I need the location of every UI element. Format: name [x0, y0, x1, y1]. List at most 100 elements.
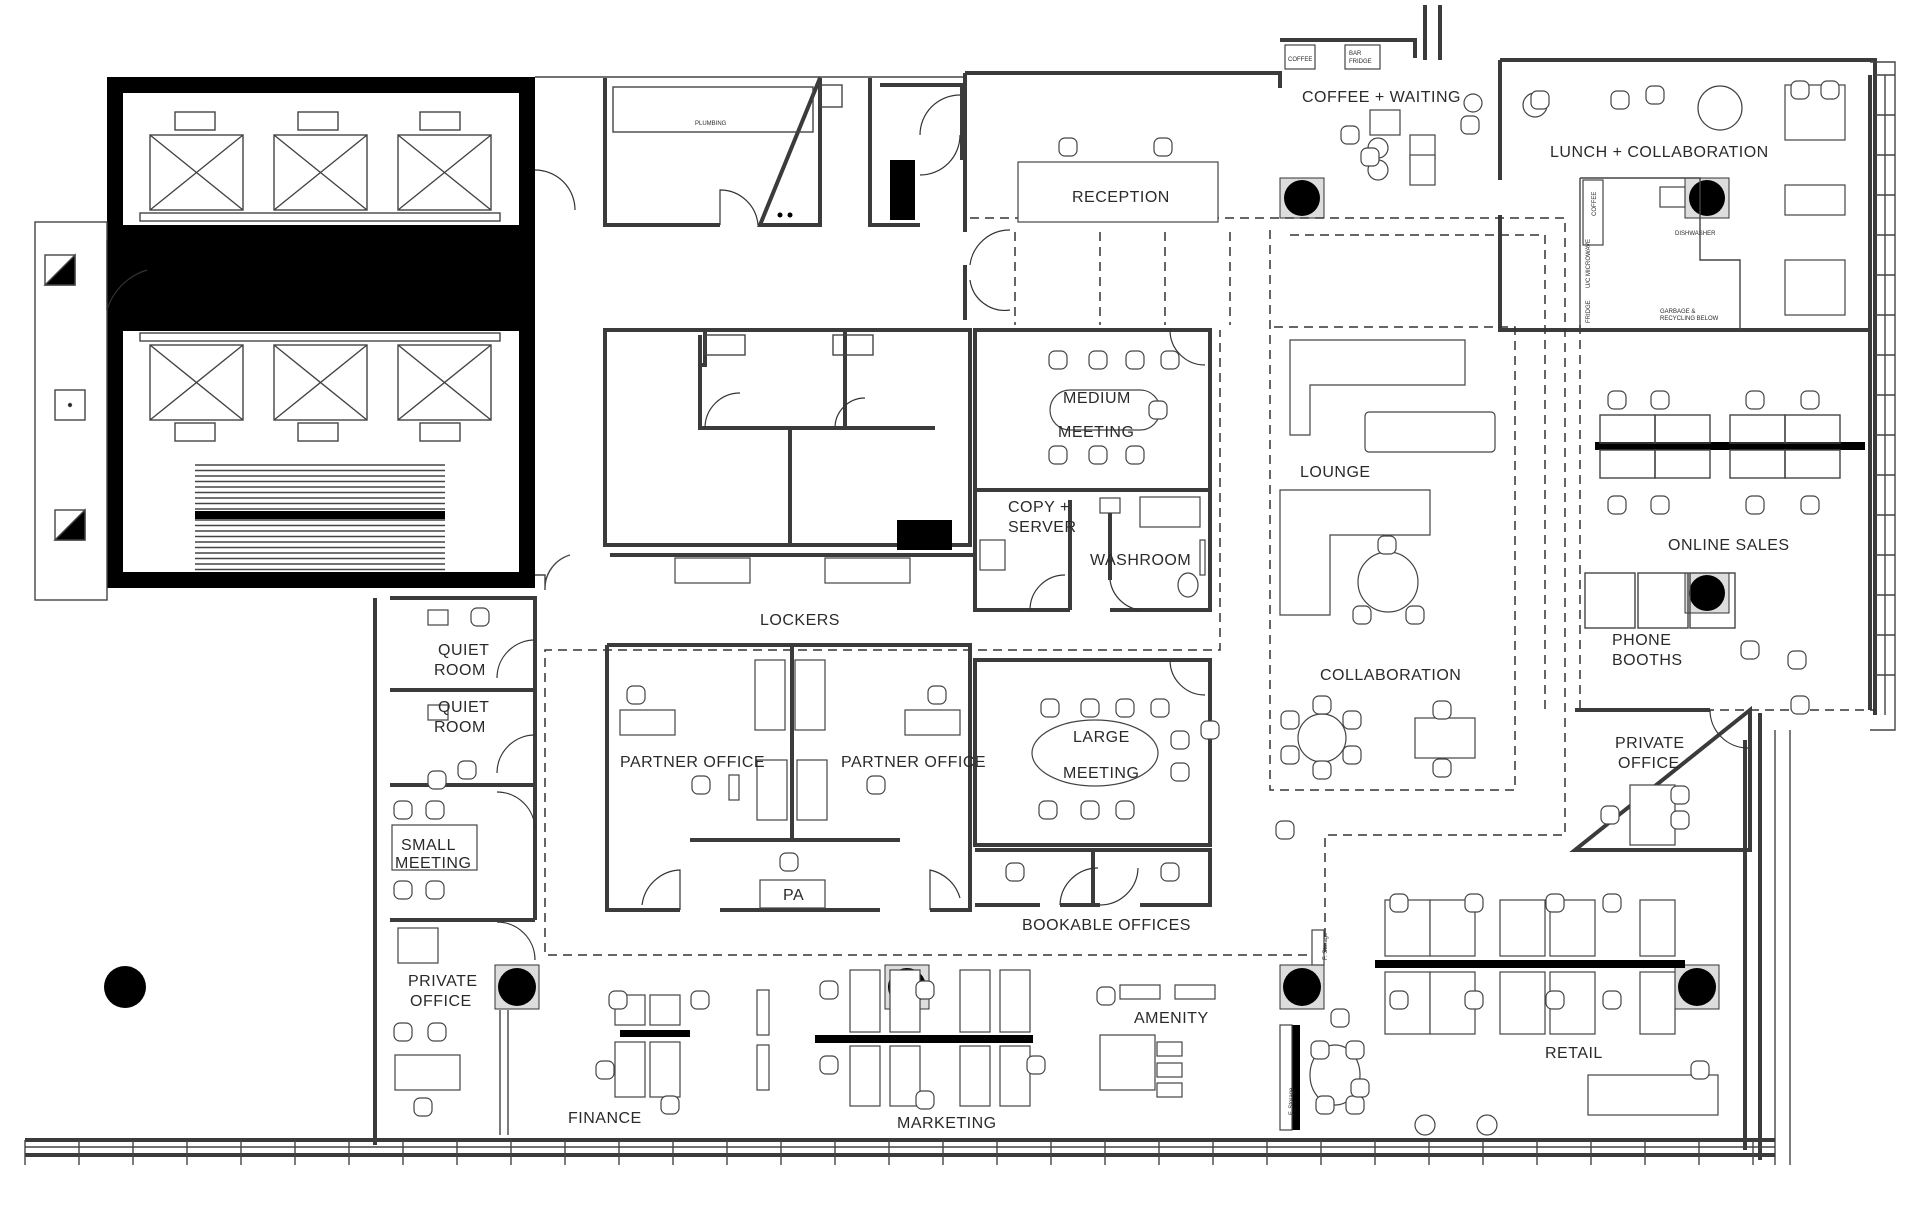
core-mid-wall-top [107, 225, 535, 235]
chair [425, 880, 445, 900]
chair [1432, 700, 1452, 720]
bookable-offices-label: BOOKABLE OFFICES [1022, 917, 1191, 934]
quiet-room-a-label-1: QUIET [438, 642, 489, 659]
microwave-label: U/C MICROWAVE [1586, 239, 1592, 288]
chair [1670, 785, 1690, 805]
phone-booths-label-1: PHONE [1612, 632, 1671, 649]
finance-label: FINANCE [568, 1110, 642, 1127]
bar-fridge-label-2: FRIDGE [1349, 59, 1372, 65]
chair [1607, 495, 1627, 515]
chair [1432, 758, 1452, 778]
partner-offices: PA PARTNER OFFICE PARTNER OFFICE [605, 643, 986, 912]
open-office-south: FINANCE MARKETING AMENITY F. Storage F. … [499, 899, 1719, 1136]
phone-booths-label-2: BOOTHS [1612, 652, 1683, 669]
locker-area: LOCKERS [610, 553, 975, 629]
amenity-label: AMENITY [1134, 1010, 1209, 1027]
chair [595, 1060, 615, 1080]
plumbing-label: PLUMBING [695, 121, 727, 127]
chair [1790, 80, 1810, 100]
chair [427, 770, 447, 790]
online-sales-area: ONLINE SALES PHONE BOOTHS [1584, 414, 1865, 669]
chair [1340, 125, 1360, 145]
garbage-label-2: RECYCLING BELOW [1660, 316, 1719, 322]
chair [1790, 695, 1810, 715]
chair [1040, 698, 1060, 718]
chair [1690, 1060, 1710, 1080]
chair [1464, 893, 1484, 913]
chair [1005, 862, 1025, 882]
chair [427, 1022, 447, 1042]
copy-washroom-block: COPY + SERVER WASHROOM [973, 488, 1212, 612]
chairs [393, 80, 1840, 1117]
chair [1160, 350, 1180, 370]
private-office-left-label-2: OFFICE [410, 993, 472, 1010]
large-meeting-label-1: LARGE [1073, 729, 1130, 746]
chair [1607, 390, 1627, 410]
chair [660, 1095, 680, 1115]
coffee-waiting-label: COFFEE + WAITING [1302, 89, 1461, 106]
chair [393, 1022, 413, 1042]
private-office-right-label-2: OFFICE [1618, 755, 1680, 772]
chair [819, 980, 839, 1000]
marketing-label: MARKETING [897, 1115, 997, 1132]
pa-label: PA [783, 887, 804, 904]
building-core [34, 77, 535, 601]
reception-label: RECEPTION [1072, 189, 1170, 206]
west-vestibule [34, 221, 148, 601]
chair [691, 775, 711, 795]
chair [413, 1097, 433, 1117]
chair [1275, 820, 1295, 840]
chair [866, 775, 886, 795]
chair [1200, 720, 1220, 740]
chair [1153, 137, 1173, 157]
online-sales-label: ONLINE SALES [1668, 537, 1790, 554]
chair [1610, 90, 1630, 110]
central-storage [603, 328, 972, 550]
chair [1602, 893, 1622, 913]
chair [1038, 800, 1058, 820]
chair [393, 800, 413, 820]
chair [1342, 710, 1362, 730]
chair [1280, 745, 1300, 765]
chair [1096, 986, 1116, 1006]
chair [1350, 1078, 1370, 1098]
elevator-bank-lower [139, 332, 501, 442]
small-meeting-label-1: SMALL [401, 837, 456, 854]
chair [1787, 650, 1807, 670]
chair [819, 1055, 839, 1075]
chair [1740, 640, 1760, 660]
coffee-waiting-area: RECEPTION COFFEE + WAITING COFFEE BAR FR… [969, 44, 1483, 311]
lounge-collaboration-zone: LOUNGE COLLABORATION [1279, 339, 1496, 763]
chair [1345, 1040, 1365, 1060]
chair [1345, 1095, 1365, 1115]
chair [1125, 350, 1145, 370]
chair [1312, 760, 1332, 780]
chair [1800, 390, 1820, 410]
elevator-bank-upper [139, 111, 501, 222]
chair [1352, 605, 1372, 625]
chair [1745, 390, 1765, 410]
collaboration-label: COLLABORATION [1320, 667, 1461, 684]
chair [393, 880, 413, 900]
storage-a-label: F. Storage [1289, 1087, 1295, 1115]
dishwasher-label: DISHWASHER [1675, 231, 1716, 237]
chair [1330, 1008, 1350, 1028]
chair [1670, 810, 1690, 830]
chair [1080, 800, 1100, 820]
chair [1315, 1095, 1335, 1115]
chair [1150, 698, 1170, 718]
coffee-machine-label: COFFEE [1288, 57, 1312, 63]
medium-meeting-label-1: MEDIUM [1063, 390, 1131, 407]
chair [1389, 893, 1409, 913]
chair [1115, 698, 1135, 718]
stairwell [195, 464, 445, 571]
private-office-right: PRIVATE OFFICE [1569, 705, 1752, 852]
core-mid-wall-bottom [107, 319, 535, 331]
quiet-room-b-label-2: ROOM [434, 719, 486, 736]
chair [1312, 695, 1332, 715]
chair [1048, 350, 1068, 370]
chair [1115, 800, 1135, 820]
quiet-room-a-label-2: ROOM [434, 662, 486, 679]
bar-fridge-label-1: BAR [1349, 51, 1362, 57]
